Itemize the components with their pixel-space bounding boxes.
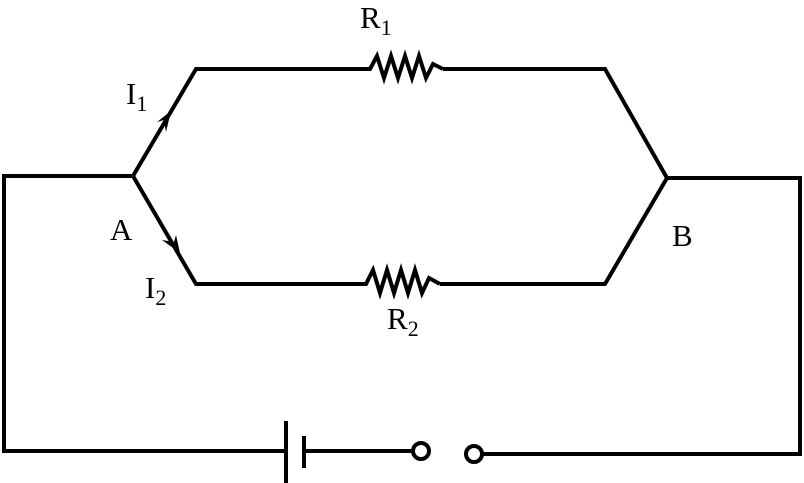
i2-letter: I bbox=[145, 270, 156, 305]
r2-subscript: 2 bbox=[407, 316, 419, 341]
right-main-wire bbox=[482, 176, 802, 456]
r1-letter: R bbox=[360, 0, 381, 35]
label-r2: R2 bbox=[387, 303, 419, 340]
i2-subscript: 2 bbox=[155, 285, 167, 310]
upper-branch-wire-right bbox=[443, 67, 669, 179]
switch-terminal-right bbox=[464, 444, 484, 464]
left-main-wire bbox=[2, 174, 286, 453]
label-node-b: B bbox=[672, 218, 693, 253]
r1-subscript: 1 bbox=[380, 15, 392, 40]
resistor-r1 bbox=[361, 49, 444, 85]
upper-branch-wire bbox=[131, 67, 361, 178]
current-arrow-i1 bbox=[157, 111, 171, 132]
current-arrow-i2 bbox=[162, 235, 180, 253]
label-i2: I2 bbox=[145, 272, 166, 309]
lower-branch-wire bbox=[131, 174, 357, 286]
lower-branch-wire-right bbox=[440, 176, 669, 286]
i1-subscript: 1 bbox=[136, 91, 148, 116]
label-r1: R1 bbox=[360, 2, 392, 39]
i1-letter: I bbox=[126, 76, 137, 111]
label-i1: I1 bbox=[126, 78, 147, 115]
label-node-a: A bbox=[110, 212, 133, 247]
r2-letter: R bbox=[387, 301, 408, 336]
resistor-r2 bbox=[357, 263, 441, 300]
switch-terminal-left bbox=[411, 441, 431, 461]
